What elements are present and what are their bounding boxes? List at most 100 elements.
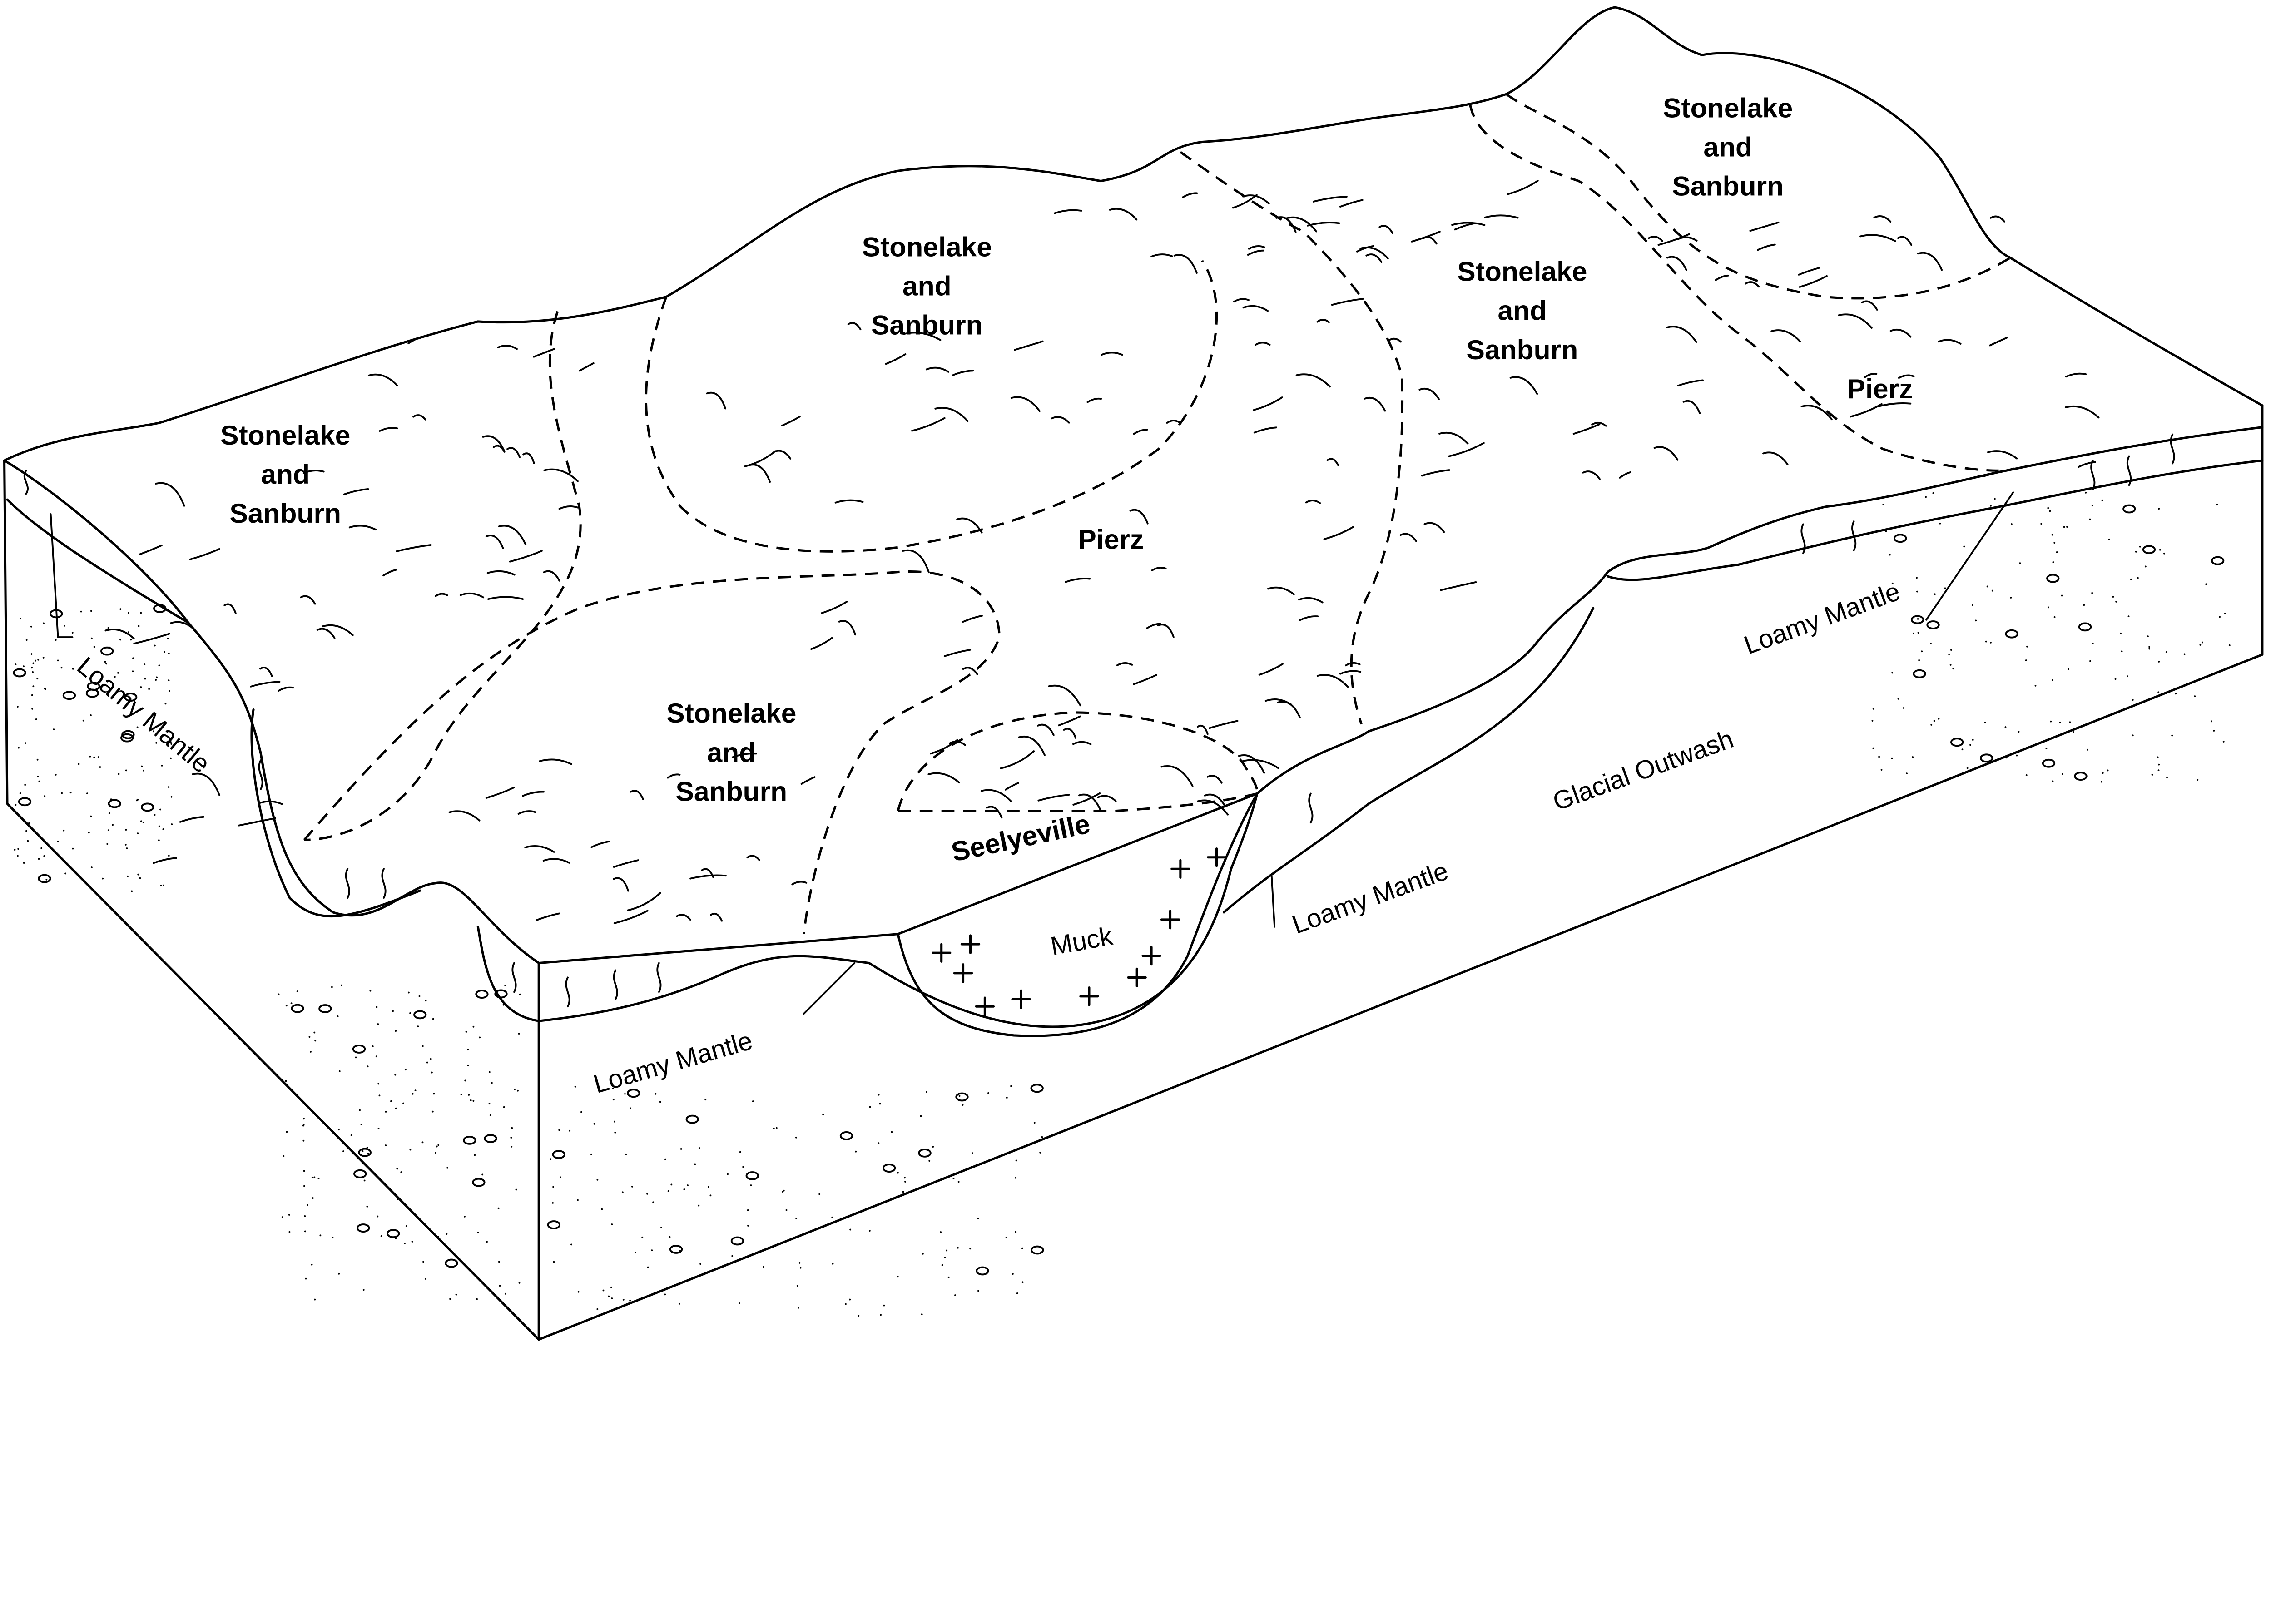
sand-dot — [622, 1299, 625, 1301]
hachure-mark — [948, 740, 966, 746]
sand-dot — [727, 1173, 729, 1175]
sand-dot — [449, 1298, 451, 1300]
sand-dot — [464, 1215, 466, 1218]
sand-dot — [2087, 748, 2088, 751]
hachure-mark — [1859, 234, 1896, 242]
sand-dot — [367, 1153, 369, 1155]
sand-dot — [1006, 1097, 1008, 1099]
sand-dot — [2050, 720, 2052, 723]
sand-dot — [385, 1144, 387, 1146]
sand-dot — [868, 1230, 871, 1232]
sand-dot — [941, 1264, 943, 1266]
pebble — [472, 1178, 486, 1187]
hachure-mark — [1326, 458, 1339, 466]
sand-dot — [669, 1236, 671, 1238]
sand-dot — [608, 1295, 610, 1297]
sand-dot — [2211, 720, 2212, 723]
sand-dot — [142, 821, 144, 823]
hachure-mark — [980, 789, 1012, 802]
sand-dot — [799, 1267, 802, 1269]
pebble — [669, 1245, 683, 1254]
hachure-mark — [1378, 225, 1393, 234]
sand-dot — [783, 1189, 785, 1192]
sand-dot — [285, 1005, 288, 1007]
sand-dot — [90, 714, 92, 716]
sand-dot — [170, 757, 172, 759]
sand-dot — [1913, 632, 1914, 634]
sand-dot — [1882, 504, 1884, 505]
hachure-mark — [1572, 423, 1601, 435]
sand-dot — [631, 1185, 633, 1188]
sand-dot — [127, 612, 129, 614]
sand-dot — [378, 1094, 381, 1097]
sand-dot — [311, 1263, 313, 1266]
sand-dot — [302, 1124, 305, 1126]
sand-dot — [63, 624, 65, 627]
sand-dot — [570, 1243, 572, 1246]
sand-dot — [431, 1110, 434, 1113]
sand-dot — [168, 786, 170, 788]
hachure-mark — [1345, 662, 1361, 667]
sand-dot — [518, 1033, 520, 1035]
sand-dot — [558, 1129, 560, 1131]
sand-dot — [2127, 706, 2129, 708]
hachure-mark — [1247, 249, 1264, 256]
sand-dot — [107, 627, 109, 629]
hachure-mark — [773, 450, 792, 460]
hachure-mark — [524, 845, 555, 853]
pebble — [357, 1223, 370, 1233]
sand-dot — [2053, 542, 2056, 544]
sand-dot — [15, 804, 17, 806]
hachure-mark — [542, 858, 570, 864]
sand-dot — [337, 1129, 340, 1131]
pebble — [2046, 574, 2060, 583]
sand-dot — [375, 1055, 377, 1058]
sand-dot — [119, 608, 122, 610]
pebble — [121, 730, 135, 739]
label-line: Stonelake — [1457, 256, 1587, 287]
muck-plus-symbol — [932, 943, 952, 963]
sand-dot — [296, 990, 298, 992]
sand-dot — [396, 1168, 398, 1170]
sand-dot — [126, 847, 128, 849]
hachure-mark — [1242, 194, 1270, 205]
pebble — [839, 1131, 853, 1140]
hachure-mark — [1861, 300, 1878, 311]
pebble — [1910, 615, 1924, 624]
label-line: Stonelake — [220, 420, 350, 451]
hachure-mark — [1037, 723, 1055, 736]
hachure-mark — [962, 614, 983, 623]
hachure-mark — [1182, 192, 1198, 198]
sand-dot — [577, 1291, 580, 1293]
hachure-mark — [1448, 442, 1485, 457]
sand-dot — [1930, 643, 1932, 644]
sand-dot — [168, 653, 170, 655]
sand-dot — [414, 1089, 417, 1092]
pebble — [387, 1229, 400, 1238]
sand-dot — [89, 755, 91, 758]
sand-dot — [2121, 650, 2123, 653]
label-line: Sanburn — [675, 776, 787, 807]
sand-dot — [38, 780, 40, 782]
sand-dot — [376, 1006, 378, 1008]
hachure-mark — [1990, 215, 2005, 223]
sand-dot — [1986, 585, 1988, 588]
hachure-mark — [838, 620, 856, 636]
sand-dot — [1985, 640, 1987, 643]
sand-dot — [1033, 1122, 1036, 1124]
label-line: and — [902, 271, 952, 302]
sand-dot — [577, 1199, 579, 1201]
sand-dot — [630, 1107, 631, 1109]
sand-dot — [35, 718, 37, 720]
sand-dot — [798, 1307, 799, 1309]
sand-dot — [518, 1282, 521, 1284]
sand-dot — [2120, 632, 2122, 634]
soil-block-diagram: Stonelake and Sanburn Stonelake and Sanb… — [3, 6, 2264, 1341]
sand-dot — [2061, 594, 2063, 597]
pebble — [153, 604, 167, 613]
hachure-mark — [1938, 339, 1962, 345]
hachure-mark — [1233, 298, 1250, 303]
sand-dot — [785, 1209, 788, 1211]
sand-dot — [156, 676, 158, 678]
sand-dot — [290, 1002, 293, 1005]
